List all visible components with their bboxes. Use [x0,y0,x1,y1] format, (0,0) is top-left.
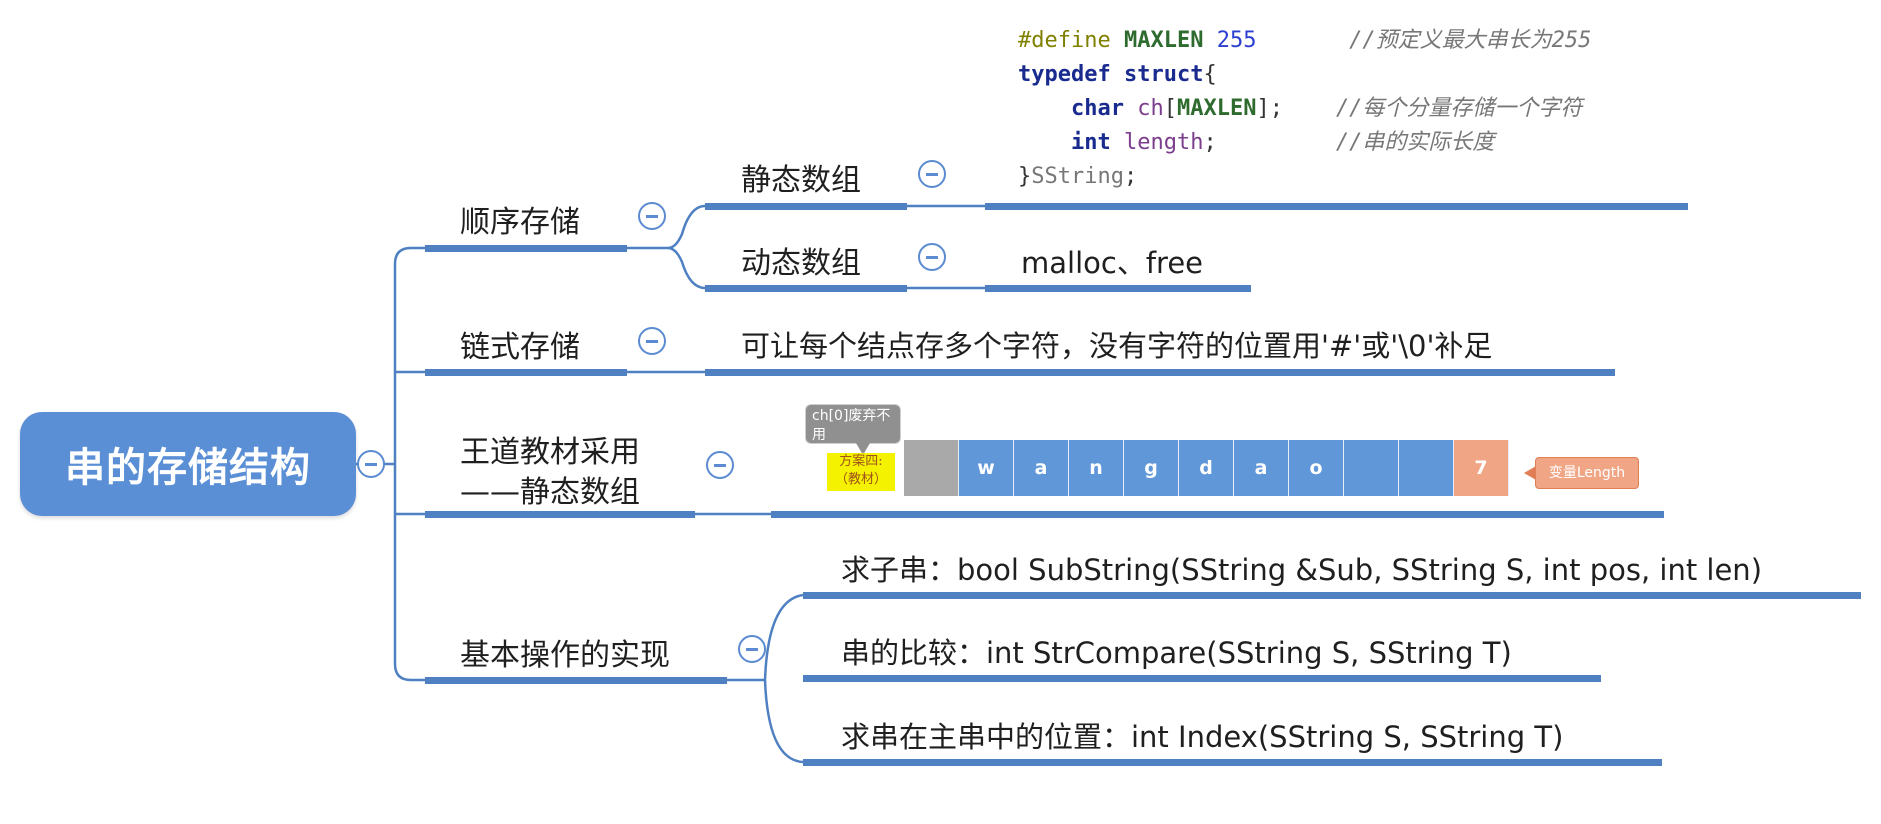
callout-scheme-four: 方案四: （教材） [827,453,895,491]
node-wangdao-line1[interactable]: 王道教材采用 [460,435,640,470]
underline-linked-note [705,369,1615,376]
op-substring[interactable]: 求子串：bool SubString(SString &Sub, SString… [841,553,1763,587]
underline-dynamic-array [705,285,907,292]
sequential-collapse-icon[interactable] [638,202,666,230]
array-cell [1399,440,1454,496]
array-cell: o [1289,440,1344,496]
array-cell: d [1179,440,1234,496]
callout-scheme-four-line2: （教材） [834,472,887,487]
array-cell [1344,440,1399,496]
node-dynamic-array[interactable]: 动态数组 [741,246,861,281]
underline-wangdao [425,511,695,518]
node-wangdao-line2[interactable]: ——静态数组 [460,475,640,510]
underline-op-substring [803,592,1861,599]
root-collapse-icon[interactable] [357,450,385,478]
code-comment-3: //串的实际长度 [1335,130,1495,155]
ops-collapse-icon[interactable] [738,635,766,663]
code-ch: ch [1137,96,1164,121]
array-cell [904,440,959,496]
callout-scheme-four-line1: 方案四: [839,454,883,469]
code-maxlen: MAXLEN [1176,96,1257,121]
op-strcompare[interactable]: 串的比较：int StrCompare(SString S, SString T… [841,636,1512,670]
linked-collapse-icon[interactable] [638,327,666,355]
code-comment-1: //预定义最大串长为255 [1349,28,1592,53]
code-block[interactable]: #define MAXLEN 255 //预定义最大串长为255 typedef… [1018,28,1592,189]
array-cell: w [959,440,1014,496]
code-typedef: typedef [1018,62,1111,87]
dynamic-array-note[interactable]: malloc、free [1021,246,1204,280]
callout-length-variable: 变量Length [1524,457,1639,489]
linked-note[interactable]: 可让每个结点存多个字符，没有字符的位置用'#'或'\0'补足 [741,329,1493,363]
code-value: 255 [1216,28,1257,53]
node-basic-operations[interactable]: 基本操作的实现 [460,638,670,673]
underline-static-code [985,203,1688,210]
underline-op-compare [803,675,1601,682]
underline-static-array [705,203,907,210]
dynamic-array-collapse-icon[interactable] [918,243,946,271]
array-cell-length: 7 [1454,440,1509,496]
underline-linked [425,369,627,376]
array-cell: a [1234,440,1289,496]
root-node[interactable]: 串的存储结构 [20,412,356,516]
array-cell: a [1014,440,1069,496]
code-char: char [1070,96,1124,121]
code-sstring: SString [1031,164,1124,189]
node-static-array[interactable]: 静态数组 [741,163,861,198]
op-index[interactable]: 求串在主串中的位置：int Index(SString S, SString T… [841,720,1564,754]
code-length: length [1123,130,1204,155]
underline-dynamic-note [985,285,1251,292]
node-sequential-storage[interactable]: 顺序存储 [460,205,580,240]
underline-sequential [425,245,627,252]
static-array-collapse-icon[interactable] [918,160,946,188]
wangdao-collapse-icon[interactable] [706,451,734,479]
string-array: w a n g d a o 7 [904,440,1509,496]
code-int: int [1070,130,1111,155]
underline-ops [425,677,727,684]
node-linked-storage[interactable]: 链式存储 [460,330,580,365]
array-cell: n [1069,440,1124,496]
code-brace: { [1203,62,1217,87]
code-comment-2: //每个分量存储一个字符 [1335,96,1583,121]
code-define: #define [1018,28,1111,53]
underline-op-index [803,759,1662,766]
underline-wangdao-array [771,511,1664,518]
array-cell: g [1124,440,1179,496]
code-macro: MAXLEN [1123,28,1204,53]
callout-ch0-unused: ch[0]废弃不用 [805,404,901,455]
code-struct: struct [1123,62,1204,87]
